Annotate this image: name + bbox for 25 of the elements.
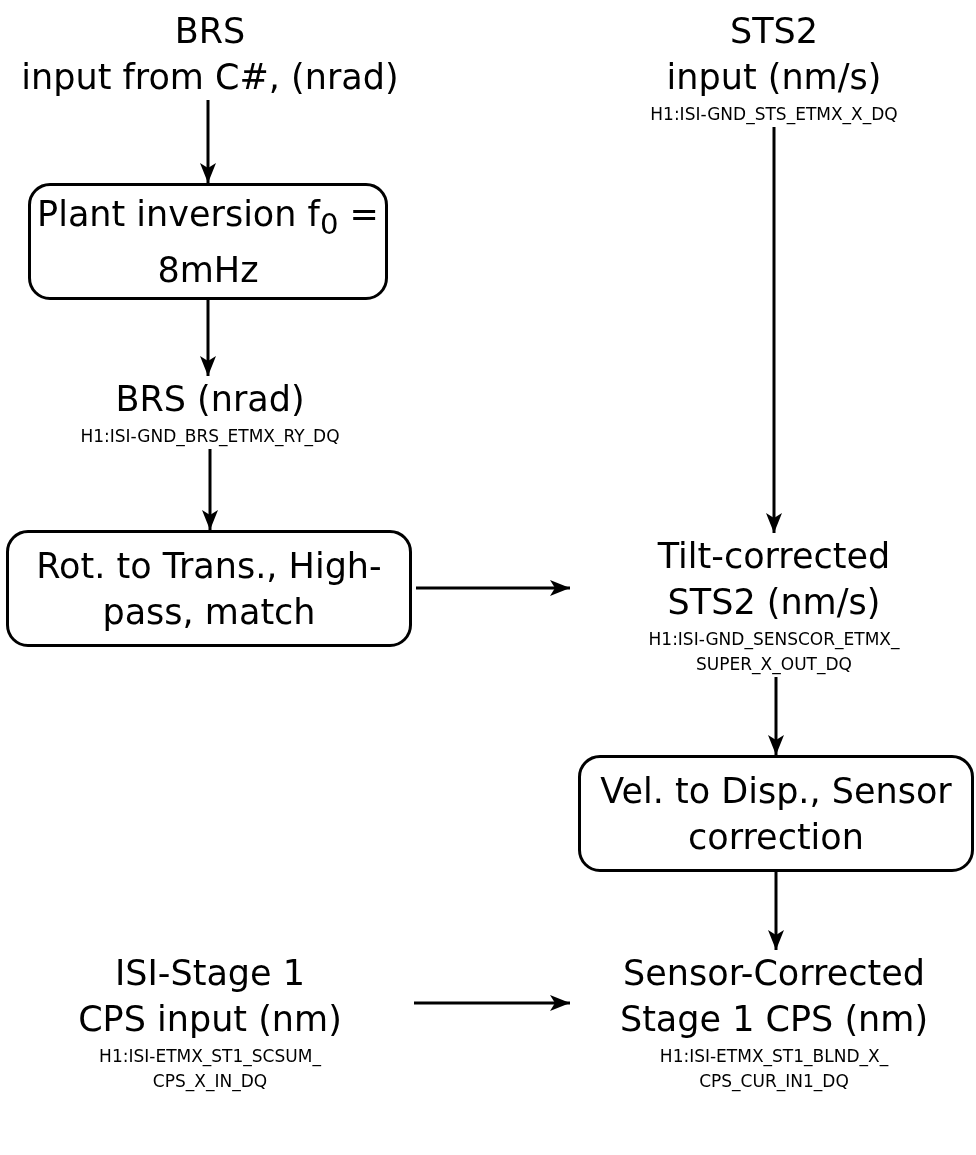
signal-title: ISI-Stage 1 CPS input (nm)	[78, 952, 342, 1041]
arrow	[414, 995, 570, 1011]
signal-title: STS2 input (nm/s)	[666, 10, 882, 99]
process-label: Plant inversion f$_{0}$ = 8mHz	[36, 192, 380, 292]
signal-title: Sensor-Corrected Stage 1 CPS (nm)	[619, 952, 929, 1041]
arrow	[768, 677, 784, 755]
signal-title: BRS (nrad)	[115, 378, 305, 421]
process-box	[578, 755, 974, 872]
process-box	[6, 530, 412, 647]
signal-title: Tilt-corrected STS2 (nm/s)	[657, 535, 891, 624]
process-box	[28, 183, 388, 300]
arrow	[200, 300, 216, 376]
channel-name: H1:ISI-ETMX_ST1_SCSUM_ CPS_X_IN_DQ	[99, 1045, 321, 1094]
arrow	[200, 100, 216, 183]
channel-name: H1:ISI-GND_STS_ETMX_X_DQ	[650, 103, 898, 127]
process-label: Vel. to Disp., Sensor correction	[599, 769, 953, 859]
arrow	[768, 872, 784, 950]
arrow	[766, 127, 782, 533]
process-label: Rot. to Trans., High-pass, match	[35, 544, 383, 634]
channel-name: H1:ISI-GND_SENSCOR_ETMX_ SUPER_X_OUT_DQ	[648, 628, 900, 677]
arrow	[416, 580, 570, 596]
signal-title: BRS input from C#, (nrad)	[21, 10, 399, 99]
channel-name: H1:ISI-GND_BRS_ETMX_RY_DQ	[80, 425, 340, 449]
channel-name: H1:ISI-ETMX_ST1_BLND_X_ CPS_CUR_IN1_DQ	[659, 1045, 889, 1094]
arrow	[202, 449, 218, 530]
